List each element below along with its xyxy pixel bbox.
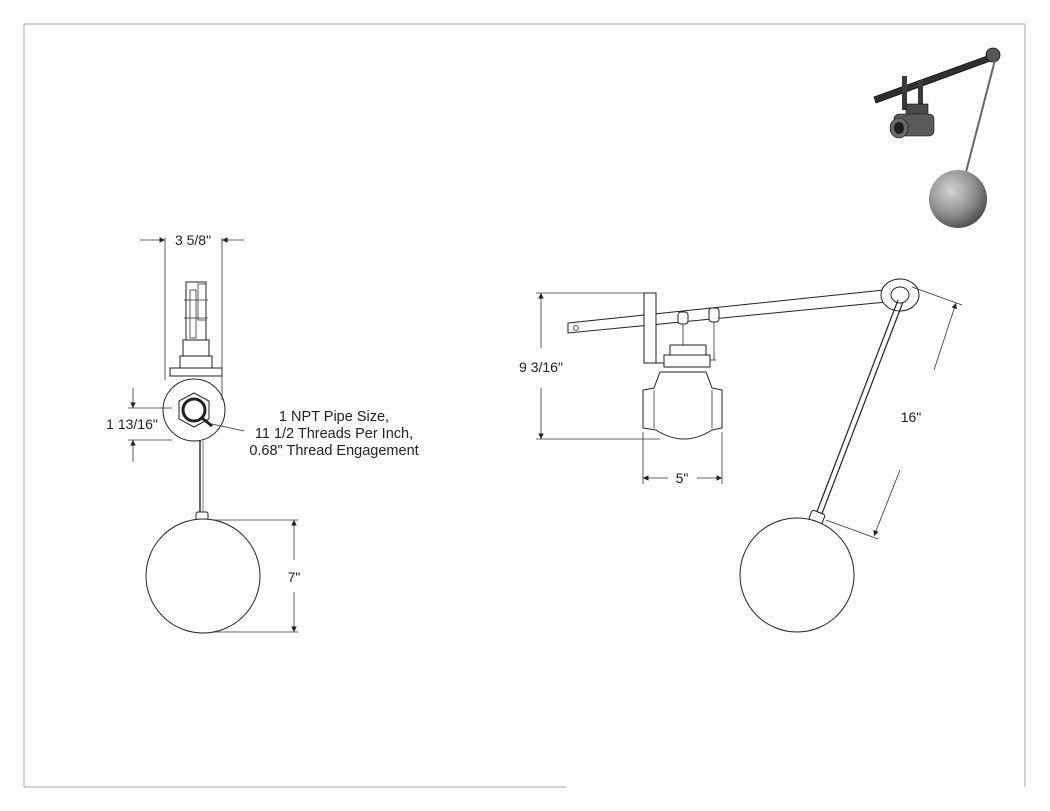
dim-float-diameter-label: 7" — [288, 569, 301, 585]
dim-float-diameter — [212, 519, 298, 633]
dim-rod-length — [825, 286, 963, 540]
side-view — [567, 278, 920, 633]
thread-note-line1: 1 NPT Pipe Size, — [279, 409, 389, 425]
dim-overall-height-label: 9 3/16" — [519, 359, 563, 375]
isometric-view — [873, 47, 1001, 228]
note-leader — [211, 423, 245, 432]
dim-inlet-height-label: 1 13/16" — [106, 416, 158, 432]
front-view — [145, 281, 261, 634]
thread-note: 1 NPT Pipe Size, 11 1/2 Threads Per Inch… — [249, 409, 418, 459]
dim-rod-length-label: 16" — [901, 409, 922, 425]
dim-width-top-label: 3 5/8" — [175, 232, 211, 248]
dim-inlet-height — [128, 388, 172, 462]
thread-note-line3: 0.68" Thread Engagement — [249, 443, 418, 459]
dim-overall-height — [536, 292, 660, 440]
dim-width-top — [140, 237, 244, 400]
sheet-border — [23, 23, 1026, 788]
dim-body-length — [642, 432, 723, 484]
dim-body-length-label: 5" — [676, 470, 689, 486]
thread-note-line2: 11 1/2 Threads Per Inch, — [255, 426, 413, 442]
